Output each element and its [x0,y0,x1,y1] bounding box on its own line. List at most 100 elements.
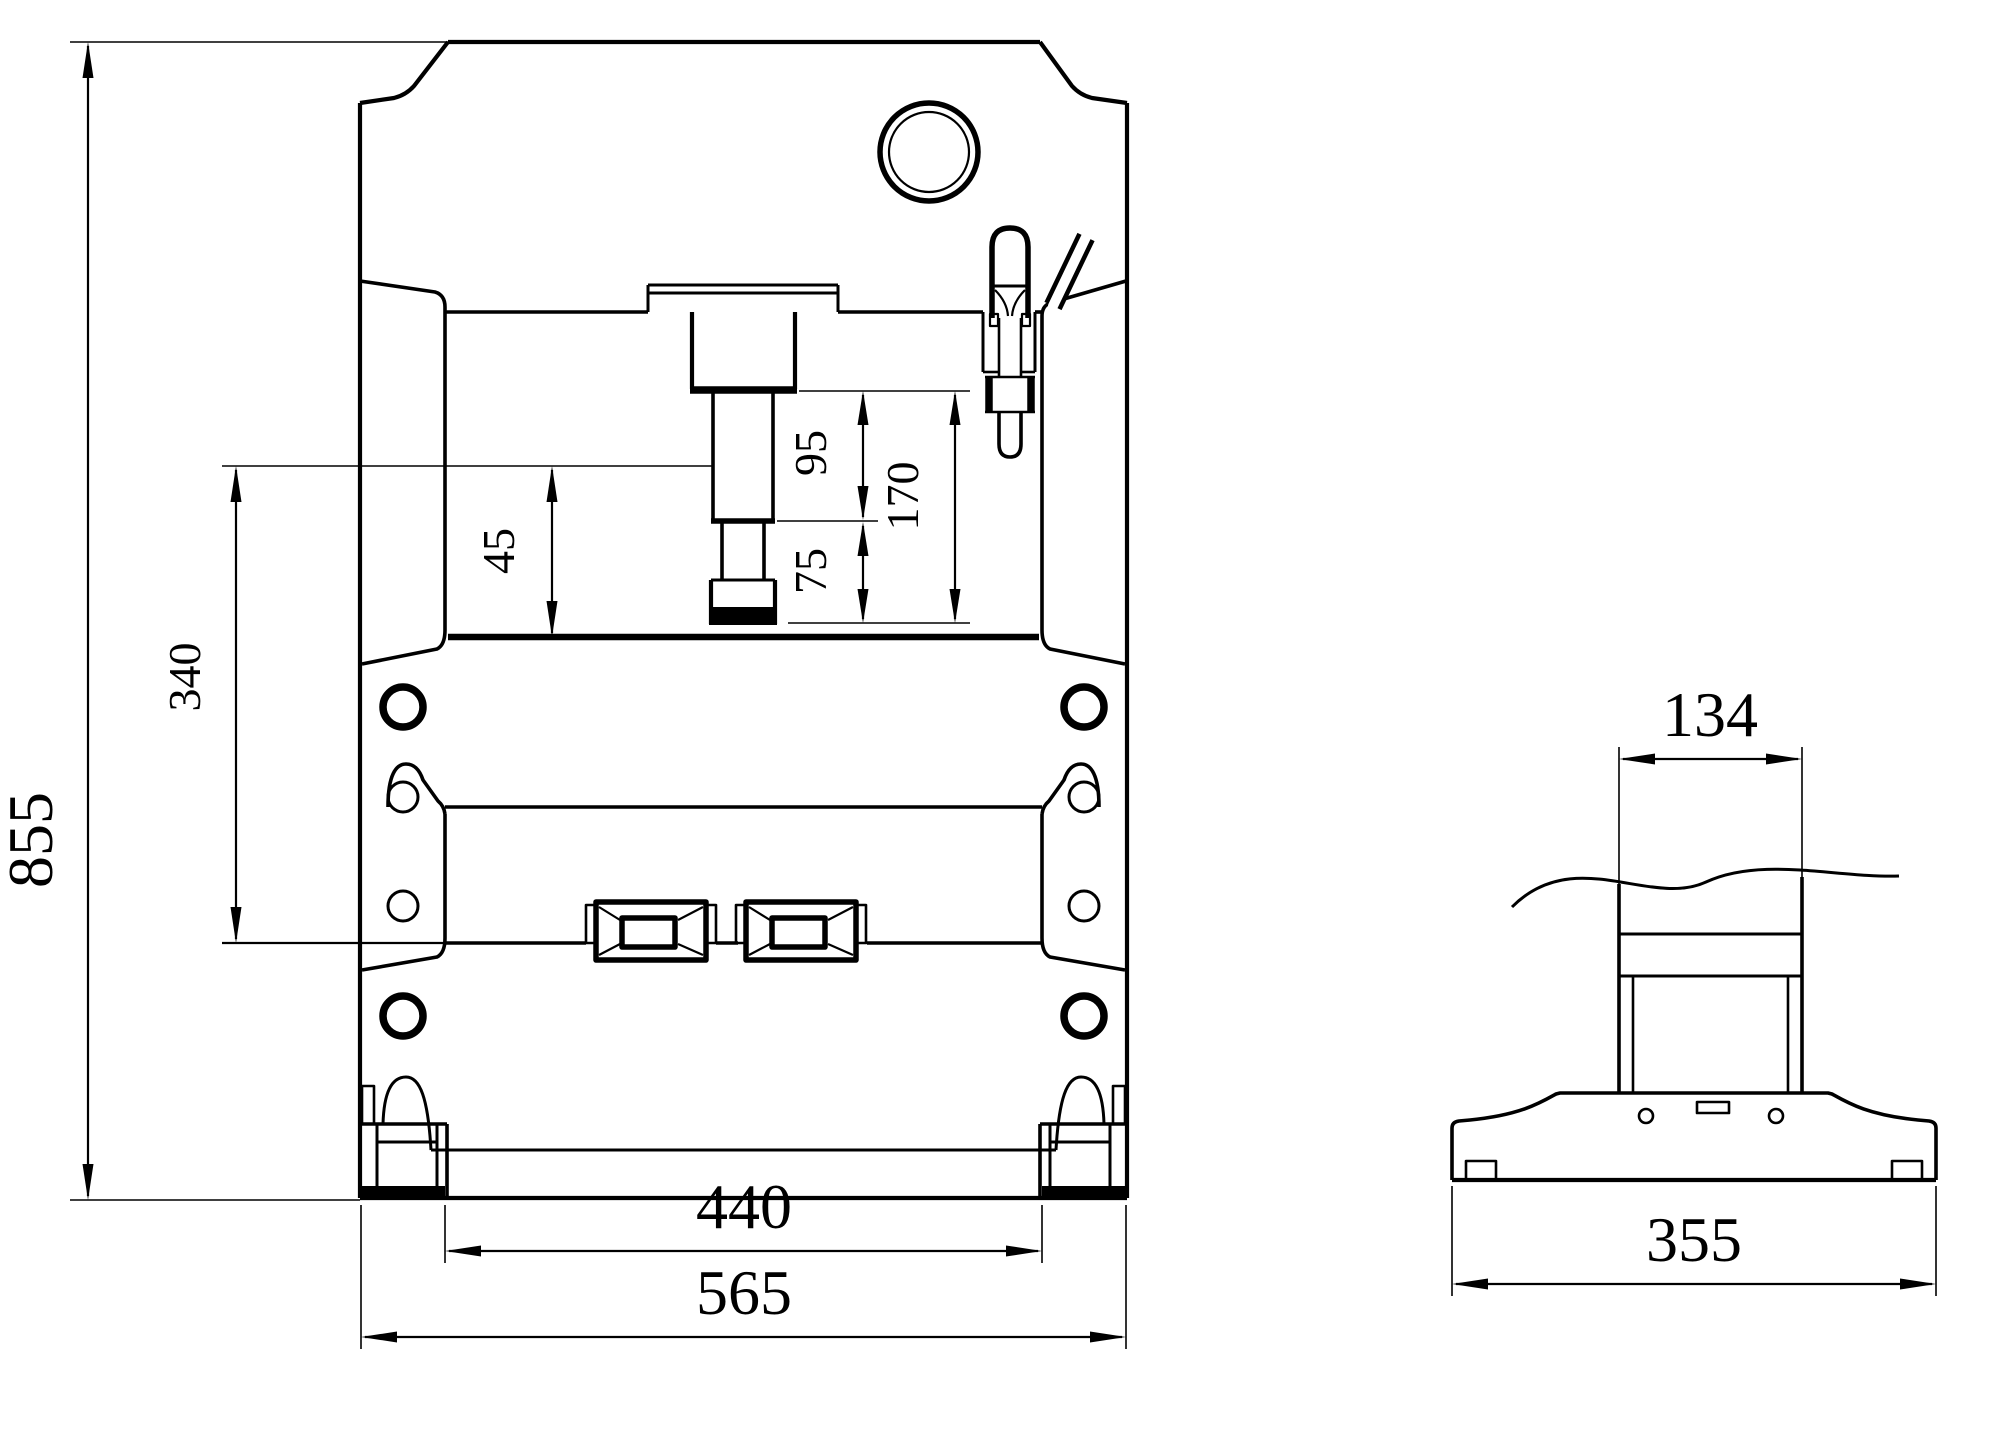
dim-355-label: 355 [1646,1204,1742,1275]
dim-95-label: 95 [785,430,836,476]
side-base-hole-left [1637,1107,1655,1125]
release-lever-body [1048,232,1091,311]
left-edge-tab [360,1084,376,1126]
break-line [1510,867,1900,909]
v-block-left [584,899,718,963]
v-block-right-tab-a [734,903,748,945]
dim-170-arrow-top [949,391,961,425]
pin-hole-bold-lower-right [1060,992,1108,1040]
dim-565-arrow-right [1090,1331,1126,1343]
dim-565-arrow-left [361,1331,397,1343]
dim-340-arrow-bottom [230,907,242,943]
dim-440-label: 440 [696,1171,792,1242]
dim-75-label: 75 [785,548,836,594]
dim-565-label: 565 [696,1257,792,1328]
dim-45-label: 45 [473,528,524,574]
dim-75-arrow-top [857,522,869,556]
dim-45-arrow-top [546,466,558,502]
dim-565: 565 [360,1205,1127,1349]
dim-855: 855 [0,41,448,1201]
dim-75-arrow-bottom [857,589,869,623]
dim-855-arrow-top [82,42,94,78]
handle-socket [989,225,1031,318]
v-block-left-diagonals [598,906,704,957]
side-base-center-slot [1695,1100,1731,1115]
side-view: 134 355 [1450,679,1938,1296]
gauge-port [877,100,981,204]
dim-95: 95 [777,390,970,522]
dim-170-label: 170 [877,462,928,531]
dim-170-arrow-bottom [949,589,961,623]
pin-hole-bold-lower-left [379,992,427,1040]
v-block-left-tab-a [584,903,598,945]
dim-355-arrow-right [1900,1278,1936,1290]
gusset-bump-left [381,1075,433,1151]
work-table [222,762,1126,972]
table-ear-right [1040,762,1101,815]
side-base-pad-right [1890,1159,1924,1182]
pin-hole-thin-ear-right [1067,780,1101,814]
window-bottom-right-corner [1040,629,1126,666]
table-bottom-left-corner [361,937,447,972]
frame-top-left-chamfer [359,40,450,106]
v-block-right [734,899,868,963]
gusset-bump-right [1054,1075,1106,1151]
dim-855-label: 855 [0,792,66,888]
right-edge-tab [1111,1084,1127,1126]
side-base-pad-left [1464,1159,1498,1182]
head-bottom-right [1040,279,1127,630]
v-block-right-tab-b [854,903,868,945]
frame-outline [357,39,1130,1198]
dim-95-arrow-top [857,391,869,425]
dim-340: 340 [159,466,242,943]
dim-134-label: 134 [1662,679,1758,750]
window-bottom-left-corner [361,629,447,666]
pin-holes [379,683,1108,1040]
side-column [1510,867,1900,1093]
dim-340-arrow-top [230,466,242,502]
dim-170: 170 [788,391,970,624]
dim-45: 45 [473,466,558,637]
dim-355: 355 [1451,1186,1937,1296]
side-base-profile [1450,1091,1938,1180]
v-block-right-outer [743,899,859,963]
v-blocks [584,899,868,963]
v-block-right-diagonals [748,906,854,957]
dim-355-arrow-left [1452,1278,1488,1290]
table-bottom-right-corner [1040,937,1126,972]
dim-134: 134 [1618,679,1803,898]
v-block-right-inner [769,915,828,950]
dim-855-arrow-bottom [82,1164,94,1200]
dim-95-arrow-bottom [857,486,869,520]
v-block-left-tab-b [704,903,718,945]
frame-top-right-chamfer [1038,40,1128,106]
dim-45-arrow-bottom [546,601,558,637]
dim-440-arrow-left [445,1245,481,1257]
dim-134-arrow-left [1619,753,1655,765]
pin-hole-bold-upper-right [1060,683,1108,731]
cylinder-assembly [222,283,840,625]
dim-440: 440 [444,1171,1043,1263]
v-block-left-outer [593,899,709,963]
pin-hole-bold-upper-left [379,683,427,731]
side-base-hole-right [1767,1107,1785,1125]
v-block-left-inner [619,915,678,950]
table-ear-left [386,762,447,815]
dim-75: 75 [785,522,869,623]
dim-134-arrow-right [1766,753,1802,765]
socket-v-detail-left [994,289,1010,317]
pin-hole-thin-lower-left [386,889,420,923]
dim-440-arrow-right [1006,1245,1042,1257]
head-bottom-left [359,279,447,630]
base-feet [360,1075,1127,1201]
ram-nose-black-band [709,607,777,625]
socket-v-detail-right [1010,289,1026,317]
pump-assembly [981,225,1095,459]
plunger-lower-end [997,412,1023,459]
front-view: 855 340 45 95 [0,39,1130,1349]
gauge-port-outer-ring [877,100,981,204]
pin-hole-thin-ear-left [386,780,420,814]
dim-340-label: 340 [159,643,210,712]
